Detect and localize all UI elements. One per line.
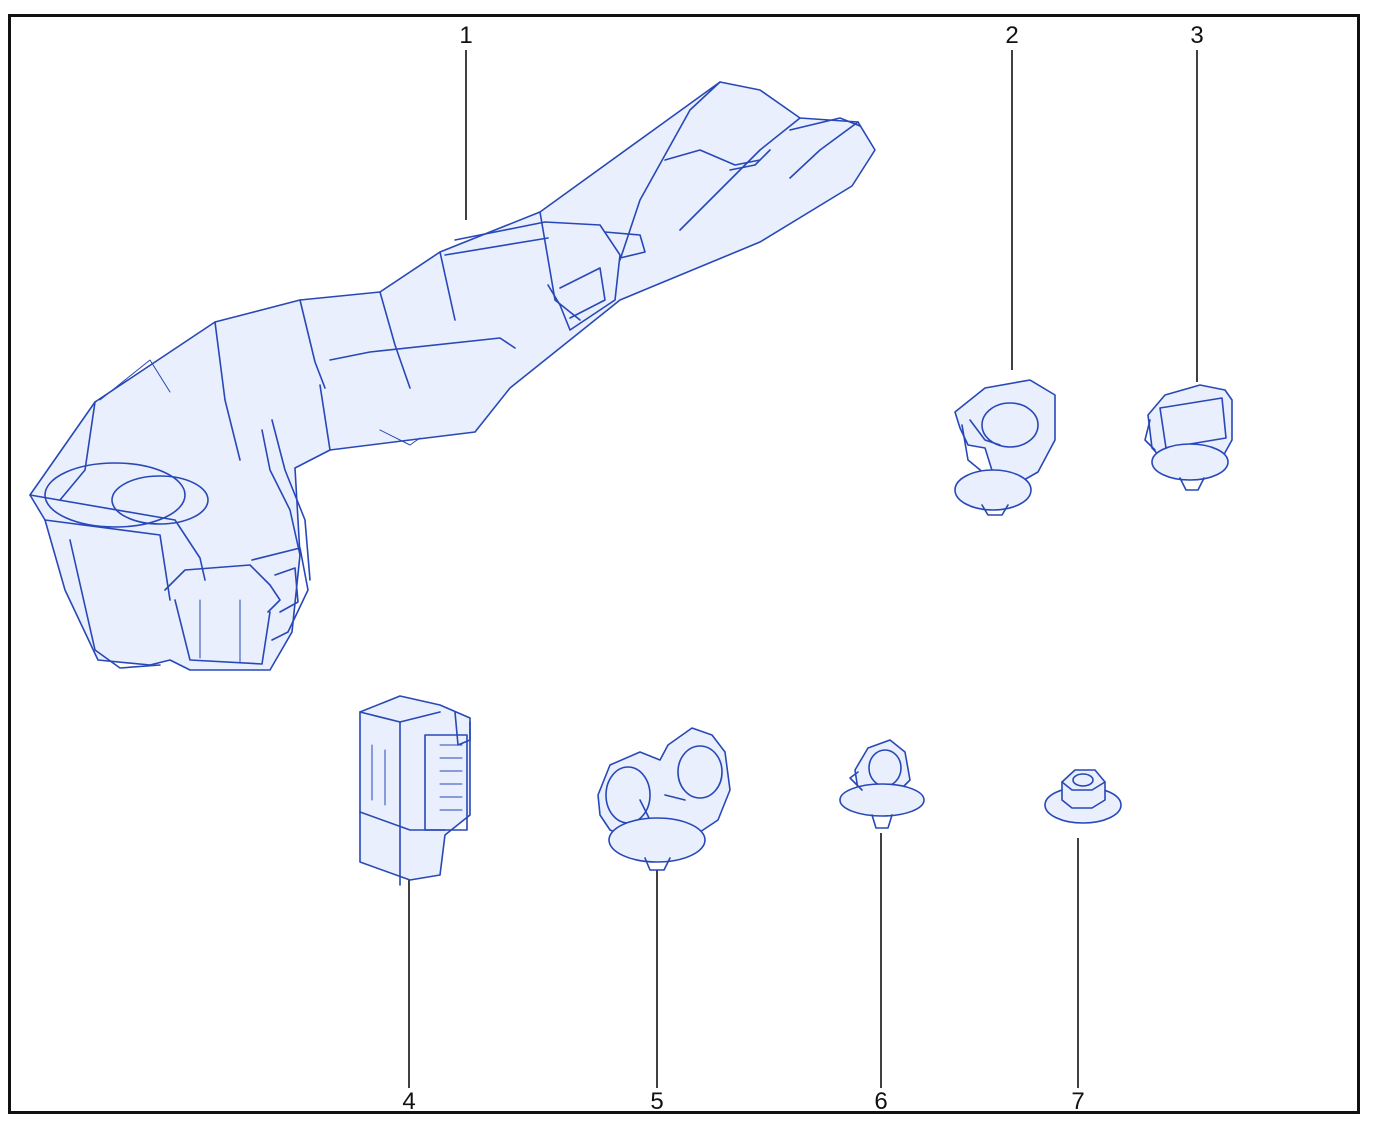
part-2-cable-clip <box>954 379 1056 516</box>
part-5-double-pipe-clip <box>597 727 731 871</box>
callout-5: 5 <box>650 1088 664 1115</box>
callout-7: 7 <box>1071 1088 1085 1115</box>
callout-1: 1 <box>459 22 473 49</box>
part-7-flange-nut <box>1044 769 1122 824</box>
part-4-connector <box>359 695 471 886</box>
part-6-small-clip <box>839 739 925 829</box>
callout-6: 6 <box>874 1088 888 1115</box>
part-3-band-clip <box>1144 384 1233 491</box>
callout-4: 4 <box>402 1088 416 1115</box>
part-1-harness-trough <box>29 81 876 671</box>
callout-3: 3 <box>1190 22 1204 49</box>
callout-2: 2 <box>1005 22 1019 49</box>
